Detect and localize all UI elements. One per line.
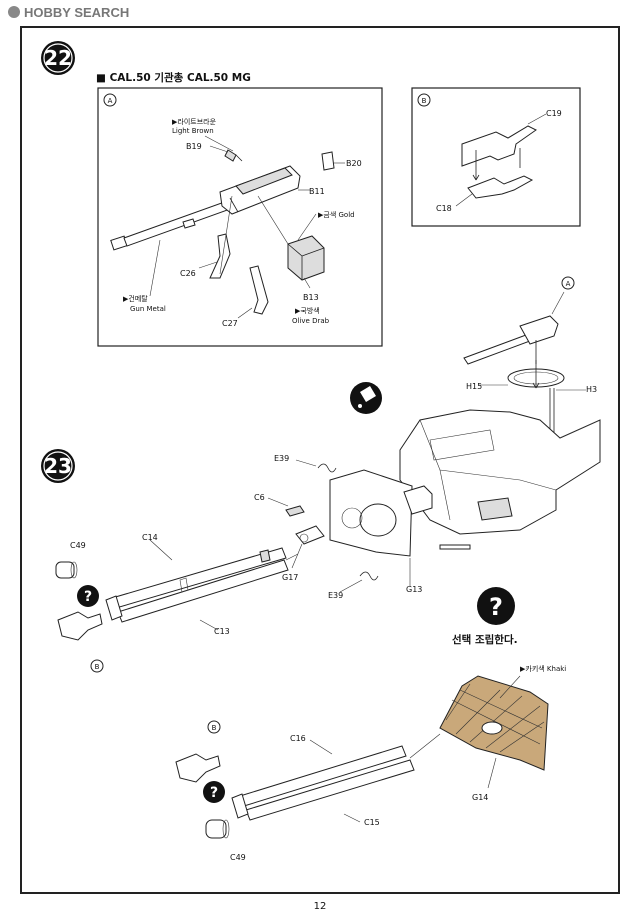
optional-icon-large: ? (477, 587, 515, 625)
label-light-brown-ko: ▶라이트브라운 (172, 117, 217, 126)
page-number: 12 (314, 901, 327, 912)
barrel-c13-c14-drawing (55, 539, 299, 641)
page-border (20, 26, 620, 894)
svg-text:A: A (108, 97, 113, 105)
watermark-text: HOBBY SEARCH (24, 5, 129, 20)
label-c18: C18 (436, 204, 452, 213)
label-c15: C15 (364, 818, 380, 827)
label-gunmetal-ko: ▶건메탈 (123, 294, 148, 303)
panel-b-tag: B (417, 93, 431, 107)
barrel-c15-c16-drawing (175, 733, 441, 839)
label-gunmetal-en: Gun Metal (130, 305, 166, 313)
svg-text:B: B (95, 663, 100, 671)
hobby-search-logo-icon (8, 6, 20, 18)
label-olive-ko: ▶국방색 (295, 306, 320, 315)
svg-text:B: B (422, 97, 427, 105)
turret-a-tag: A (561, 276, 575, 290)
svg-text:B: B (212, 724, 217, 732)
label-g14: G14 (472, 793, 488, 802)
label-g13: G13 (406, 585, 422, 594)
mg-assembly-drawing (110, 135, 345, 319)
turret-drawing (267, 291, 601, 593)
label-e39-top: E39 (274, 454, 289, 463)
label-khaki: ▶카키색 Khaki (520, 664, 566, 673)
panel-a-tag: A (103, 93, 117, 107)
glue-icon (350, 382, 382, 414)
watermark: HOBBY SEARCH (8, 5, 129, 20)
label-c49-top: C49 (70, 541, 86, 550)
step-22-number: 22 (44, 46, 72, 70)
step-22-title: ■ CAL.50 기관총 CAL.50 MG (96, 71, 251, 84)
canvas-cover-g14-drawing (439, 675, 549, 789)
optional-icon-top: ? (77, 585, 99, 607)
label-gold: ▶금색 Gold (318, 210, 355, 219)
label-c49-bottom: C49 (230, 853, 246, 862)
svg-text:?: ? (210, 785, 218, 801)
label-g17: G17 (282, 573, 298, 582)
label-b13: B13 (303, 293, 319, 302)
optional-assembly-note: 선택 조립한다. (452, 633, 518, 646)
label-c6: C6 (254, 493, 265, 502)
svg-text:?: ? (84, 589, 92, 605)
label-c26: C26 (180, 269, 196, 278)
step-23-badge: 23 (41, 449, 75, 483)
panel-b-frame (411, 87, 581, 227)
label-c13: C13 (214, 627, 230, 636)
label-c27: C27 (222, 319, 238, 328)
b-tag-top: B (90, 659, 104, 673)
label-h3: H3 (586, 385, 597, 394)
svg-text:A: A (566, 280, 571, 288)
label-olive-en: Olive Drab (292, 317, 330, 325)
panel-a-frame (97, 87, 383, 347)
label-h15: H15 (466, 382, 482, 391)
label-b19: B19 (186, 142, 202, 151)
svg-text:?: ? (489, 593, 503, 621)
label-light-brown-en: Light Brown (172, 127, 214, 135)
label-e39-bottom: E39 (328, 591, 343, 600)
label-b11: B11 (309, 187, 325, 196)
cradle-parts-drawing (455, 113, 547, 207)
optional-icon-bottom: ? (203, 781, 225, 803)
label-b20: B20 (346, 159, 362, 168)
label-c16: C16 (290, 734, 306, 743)
b-tag-bottom: B (207, 720, 221, 734)
step-23-number: 23 (44, 454, 72, 478)
label-c19: C19 (546, 109, 562, 118)
label-c14: C14 (142, 533, 158, 542)
step-22-badge: 22 (41, 41, 75, 75)
